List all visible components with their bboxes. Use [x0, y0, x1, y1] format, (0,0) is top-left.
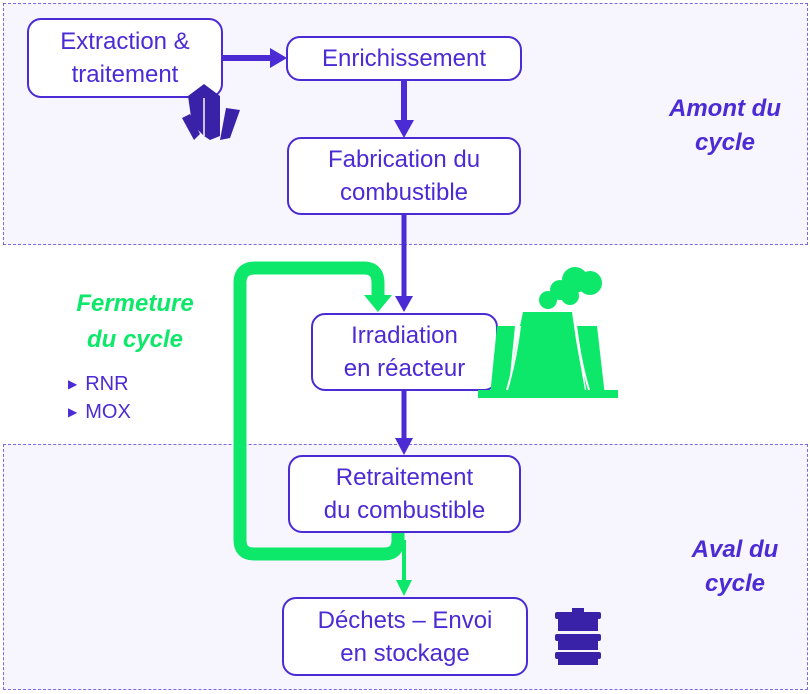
downstream-label-line2: cycle — [704, 570, 766, 597]
closure-item: ▶ MOX — [68, 398, 131, 426]
downstream-label: Aval du cycle — [655, 533, 810, 601]
closure-item-label: MOX — [85, 401, 131, 423]
step-label: Extraction & — [60, 28, 190, 55]
step-label: en stockage — [340, 639, 470, 667]
step-label: du combustible — [323, 497, 486, 524]
step-label: traitement — [71, 61, 179, 88]
step-waste[interactable]: Déchets – Envoi en stockage — [282, 597, 528, 676]
step-label: combustible — [339, 179, 469, 206]
bullet-triangle-icon: ▶ — [68, 405, 78, 419]
closure-item-label: RNR — [85, 373, 129, 395]
arrowhead — [270, 48, 287, 68]
closure-title-line1: Fermeture — [76, 290, 194, 317]
upstream-label-line2: cycle — [694, 129, 756, 156]
step-label: Fabrication du — [327, 146, 481, 173]
closure-item: ▶ RNR — [68, 370, 129, 398]
step-label: en réacteur — [343, 355, 466, 382]
step-extraction[interactable]: Extraction & traitement — [27, 18, 223, 98]
step-enrichment[interactable]: Enrichissement — [286, 36, 522, 81]
arrowhead — [396, 580, 412, 596]
step-label: Enrichissement — [321, 45, 487, 72]
arrowhead — [395, 438, 413, 455]
recycle-arrowhead — [364, 295, 392, 312]
downstream-label-line1: Aval du — [691, 536, 779, 563]
bullet-triangle-icon: ▶ — [68, 377, 78, 391]
closure-title: Fermeture du cycle — [55, 286, 215, 358]
arrowhead — [394, 120, 414, 138]
upstream-label-line1: Amont du — [669, 95, 781, 122]
recycle-loop — [233, 261, 405, 561]
step-label: Retraitement — [335, 464, 474, 491]
closure-title-line2: du cycle — [86, 326, 184, 353]
arrowhead — [395, 296, 413, 312]
upstream-label: Amont du cycle — [640, 92, 810, 160]
step-irradiation[interactable]: Irradiation en réacteur — [311, 313, 498, 391]
step-reprocessing[interactable]: Retraitement du combustible — [288, 455, 521, 533]
step-label: Irradiation — [351, 322, 458, 349]
step-label: Déchets – Envoi — [317, 606, 493, 634]
step-fabrication[interactable]: Fabrication du combustible — [287, 137, 521, 215]
